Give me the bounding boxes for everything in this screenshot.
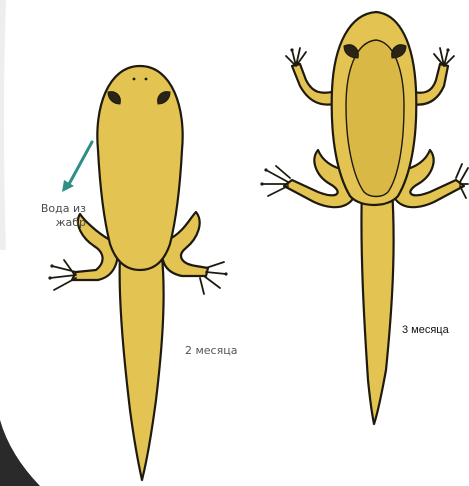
toe-tip [446,48,449,51]
froglet-3-months [260,12,468,424]
toe-tip [48,276,51,279]
nostril [145,78,148,81]
left-hind-foot [50,260,76,290]
toe-tip [50,264,53,267]
gill-water-label: Вода из жабр [4,202,86,230]
tadpole-tail [120,256,164,480]
nostril [133,78,136,81]
age-label-2-months: 2 месяца [185,344,237,357]
age-label-3-months: 3 месяца [402,324,449,336]
gill-water-label-line2: жабр [4,216,86,230]
toe-tip [260,182,263,185]
page-corner-shadow [0,420,40,486]
right-fore-foot [434,48,454,66]
toe-tip [224,272,227,275]
belly-outline [346,40,404,197]
toe-tip [264,168,267,171]
gill-water-label-line1: Вода из [4,202,86,216]
toe-tip [290,48,293,51]
gill-water-arrow [62,142,92,192]
froglet-tail [361,188,393,424]
froglet-2-months [48,66,227,480]
left-fore-foot [286,48,306,66]
